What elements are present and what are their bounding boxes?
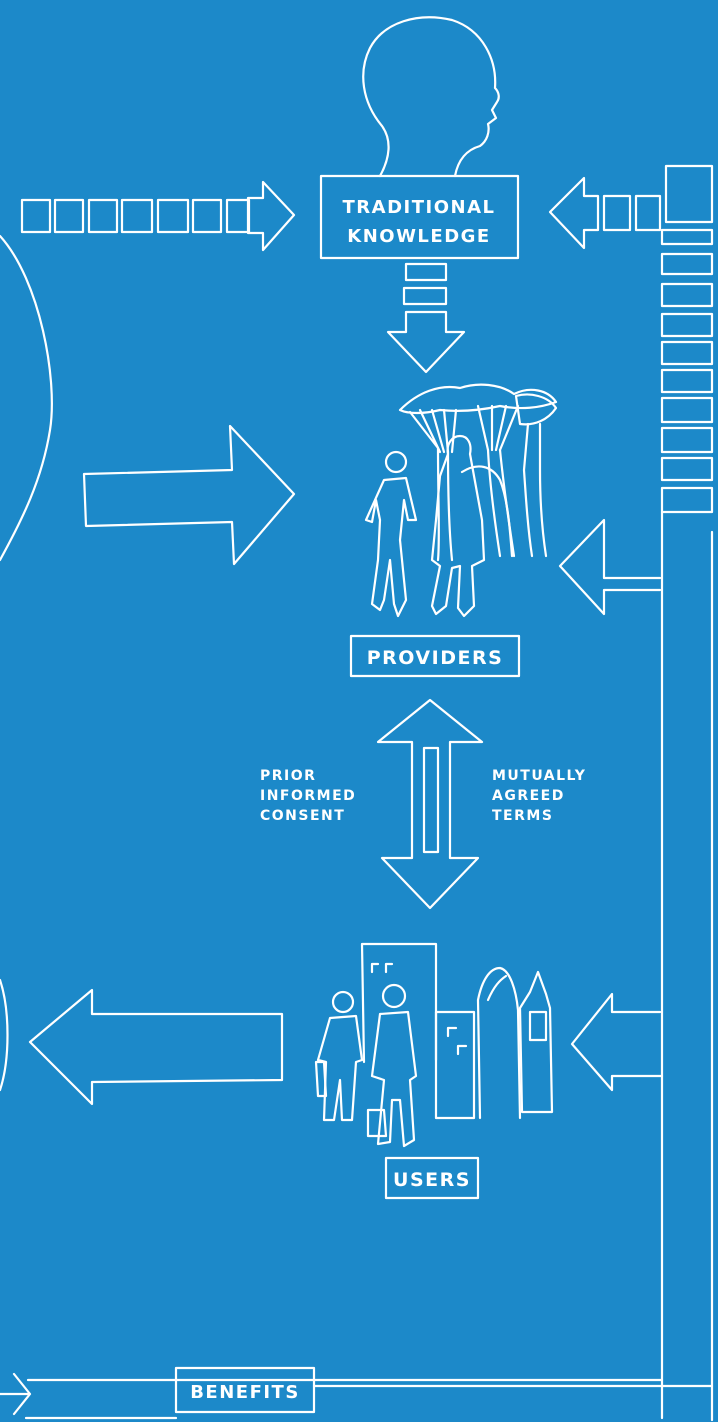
providers-people-icon <box>366 436 484 616</box>
right-frame-line <box>662 512 712 1420</box>
top-left-dashed-arrow <box>22 182 294 250</box>
benefits-label: BENEFITS <box>190 1382 300 1403</box>
mat-label-line3: TERMS <box>492 808 553 824</box>
plants-icon <box>400 385 556 560</box>
providers-label: PROVIDERS <box>367 647 504 669</box>
traditional-knowledge-label-line1: TRADITIONAL <box>343 197 496 218</box>
left-edge-shape <box>0 236 52 560</box>
city-buildings-icon <box>362 944 552 1118</box>
right-dashed-column <box>662 230 712 512</box>
pic-label-line2: INFORMED <box>260 788 356 804</box>
benefits-bottom-line <box>0 1374 712 1418</box>
bidirectional-arrow-inner <box>424 748 438 852</box>
bidirectional-arrow <box>378 700 482 908</box>
users-label: USERS <box>393 1169 471 1191</box>
top-right-dashed-arrow <box>550 166 712 248</box>
right-pointing-arrow <box>84 426 294 564</box>
users-people-icon <box>316 985 416 1146</box>
right-arrow-to-providers <box>560 520 660 614</box>
traditional-knowledge-label-line2: KNOWLEDGE <box>347 226 490 247</box>
head-silhouette-icon <box>363 17 498 176</box>
pic-label-line1: PRIOR <box>260 768 316 784</box>
pic-label-line3: CONSENT <box>260 808 345 824</box>
down-dashed-arrow <box>388 264 464 372</box>
left-edge-shape-lower <box>0 980 8 1090</box>
right-arrow-to-users <box>572 994 662 1090</box>
left-pointing-arrow <box>30 990 282 1104</box>
mat-label-line1: MUTUALLY <box>492 768 586 784</box>
mat-label-line2: AGREED <box>492 788 565 804</box>
